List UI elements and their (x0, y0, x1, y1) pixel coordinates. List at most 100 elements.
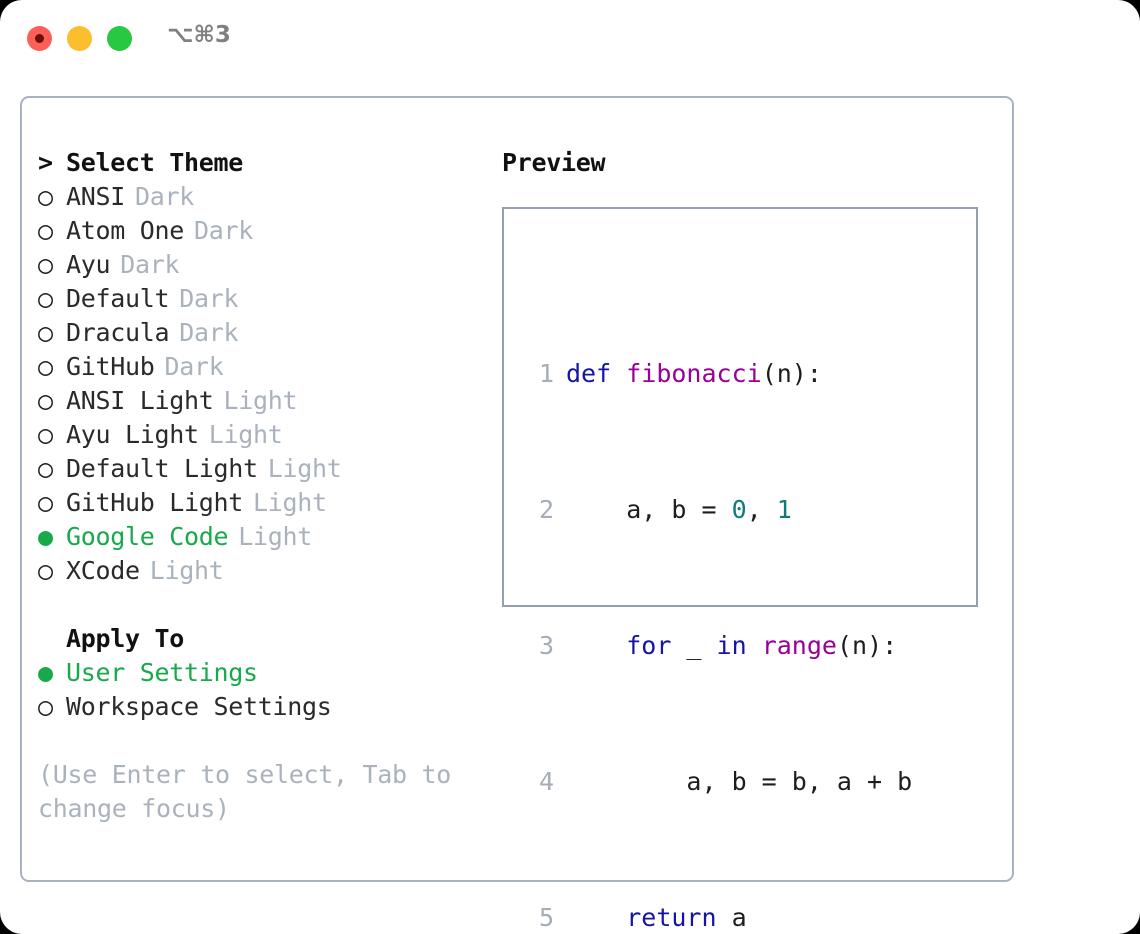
theme-option-tag: Dark (120, 250, 180, 279)
keyboard-hint-line-1: (Use Enter to select, Tab to (38, 760, 452, 789)
token-plain (566, 631, 626, 660)
theme-option-tag: Dark (179, 318, 239, 347)
apply-to-title: Apply To (66, 624, 185, 653)
theme-option-label: ANSI Light (66, 386, 214, 415)
spacer-icon (38, 622, 66, 656)
token-plain: a (716, 903, 747, 932)
theme-option-tag: Dark (179, 284, 239, 313)
radio-unselected-icon[interactable]: ○ (38, 216, 54, 245)
maximize-window-icon[interactable] (107, 26, 132, 51)
close-window-icon[interactable] (27, 26, 52, 51)
keyboard-hint-line-2: change focus) (38, 794, 230, 823)
radio-unselected-icon[interactable]: ○ (38, 488, 54, 517)
radio-selected-icon[interactable]: ● (38, 658, 54, 687)
line-number: 2 (538, 495, 554, 524)
token-number: 0 (731, 495, 747, 524)
radio-unselected-icon[interactable]: ○ (38, 692, 54, 721)
token-keyword: def (566, 359, 612, 388)
theme-option-label: Atom One (66, 216, 185, 245)
code-line: 5 return a (520, 901, 942, 934)
theme-option-label: GitHub (66, 352, 155, 381)
theme-option-label: Default Light (66, 454, 258, 483)
theme-option-label: Google Code (66, 522, 229, 551)
code-text: a, b = 0, 1 (566, 493, 792, 527)
theme-option-tag: Dark (164, 352, 224, 381)
token-number: 1 (776, 495, 792, 524)
theme-option-tag: Light (238, 522, 313, 551)
theme-option-label: GitHub Light (66, 488, 244, 517)
theme-option-label: Ayu (66, 250, 111, 279)
preview-box: 1 def fibonacci(n): 2 a, b = 0, 1 3 for … (502, 207, 978, 932)
code-sample: 1 def fibonacci(n): 2 a, b = 0, 1 3 for … (520, 255, 942, 934)
apply-to-option-user-settings[interactable]: ● User Settings (38, 656, 468, 690)
theme-option-tag: Light (223, 386, 298, 415)
title-bar: ⌥⌘3 (0, 0, 1140, 78)
theme-option-default-dark[interactable]: ○ Default Dark (38, 282, 468, 316)
token-function: fibonacci (626, 359, 762, 388)
radio-unselected-icon[interactable]: ○ (38, 386, 54, 415)
apply-to-header: Apply To (38, 622, 468, 656)
keyboard-hint: (Use Enter to select, Tab to change focu… (38, 758, 458, 826)
code-line: 4 a, b = b, a + b (520, 765, 942, 799)
radio-unselected-icon[interactable]: ○ (38, 284, 54, 313)
token-keyword: in (716, 631, 747, 660)
traffic-light-group (27, 26, 132, 51)
preview-column: Preview 1 def fibonacci(n): 2 a, b = 0, … (502, 146, 1002, 932)
radio-unselected-icon[interactable]: ○ (38, 454, 54, 483)
code-line: 3 for _ in range(n): (520, 629, 942, 663)
radio-unselected-icon[interactable]: ○ (38, 182, 54, 211)
token-plain: _ (671, 631, 717, 660)
theme-option-dracula-dark[interactable]: ○ Dracula Dark (38, 316, 468, 350)
theme-option-label: XCode (66, 556, 140, 585)
code-line: 1 def fibonacci(n): (520, 357, 942, 391)
theme-option-default-light[interactable]: ○ Default Light Light (38, 452, 468, 486)
line-number: 5 (538, 903, 554, 932)
theme-option-ayu-light[interactable]: ○ Ayu Light Light (38, 418, 468, 452)
code-line: 2 a, b = 0, 1 (520, 493, 942, 527)
theme-option-label: Ayu Light (66, 420, 199, 449)
radio-selected-icon[interactable]: ● (38, 522, 54, 551)
apply-to-option-workspace-settings[interactable]: ○ Workspace Settings (38, 690, 468, 724)
theme-option-github-light[interactable]: ○ GitHub Light Light (38, 486, 468, 520)
preview-title: Preview (502, 148, 606, 177)
code-text: def fibonacci(n): (566, 357, 822, 391)
theme-option-atom-one-dark[interactable]: ○ Atom One Dark (38, 214, 468, 248)
theme-option-tag: Dark (194, 216, 254, 245)
section-spacer (38, 588, 468, 622)
theme-option-github-dark[interactable]: ○ GitHub Dark (38, 350, 468, 384)
token-plain: (n): (761, 359, 822, 388)
theme-picker-column: > Select Theme ○ ANSI Dark ○ Atom One Da… (38, 146, 468, 724)
token-plain (566, 903, 626, 932)
token-keyword: return (626, 903, 717, 932)
theme-option-xcode-light[interactable]: ○ XCode Light (38, 554, 468, 588)
radio-unselected-icon[interactable]: ○ (38, 352, 54, 381)
radio-unselected-icon[interactable]: ○ (38, 420, 54, 449)
theme-option-label: Default (66, 284, 170, 313)
token-plain: a, b = (566, 495, 732, 524)
theme-option-ansi-dark[interactable]: ○ ANSI Dark (38, 180, 468, 214)
select-theme-header: > Select Theme (38, 146, 468, 180)
token-plain: (n): (836, 631, 898, 660)
theme-option-ayu-dark[interactable]: ○ Ayu Dark (38, 248, 468, 282)
code-text: return a (566, 901, 747, 934)
radio-unselected-icon[interactable]: ○ (38, 318, 54, 347)
theme-option-label: ANSI (66, 182, 126, 211)
apply-to-option-label: Workspace Settings (66, 692, 332, 721)
line-number: 4 (538, 767, 554, 796)
line-number: 3 (538, 631, 554, 660)
code-text: for _ in range(n): (566, 629, 897, 663)
theme-option-google-code-light[interactable]: ● Google Code Light (38, 520, 468, 554)
theme-option-tag: Dark (135, 182, 195, 211)
token-plain: , (746, 495, 777, 524)
theme-option-tag: Light (253, 488, 327, 517)
prompt-caret-icon: > (38, 148, 54, 177)
theme-option-label: Dracula (66, 318, 170, 347)
select-theme-title: Select Theme (66, 148, 244, 177)
main-panel: > Select Theme ○ ANSI Dark ○ Atom One Da… (20, 96, 1014, 932)
apply-to-option-label: User Settings (66, 658, 258, 687)
minimize-window-icon[interactable] (67, 26, 92, 51)
radio-unselected-icon[interactable]: ○ (38, 250, 54, 279)
theme-option-tag: Light (208, 420, 283, 449)
radio-unselected-icon[interactable]: ○ (38, 556, 54, 585)
theme-option-ansi-light[interactable]: ○ ANSI Light Light (38, 384, 468, 418)
